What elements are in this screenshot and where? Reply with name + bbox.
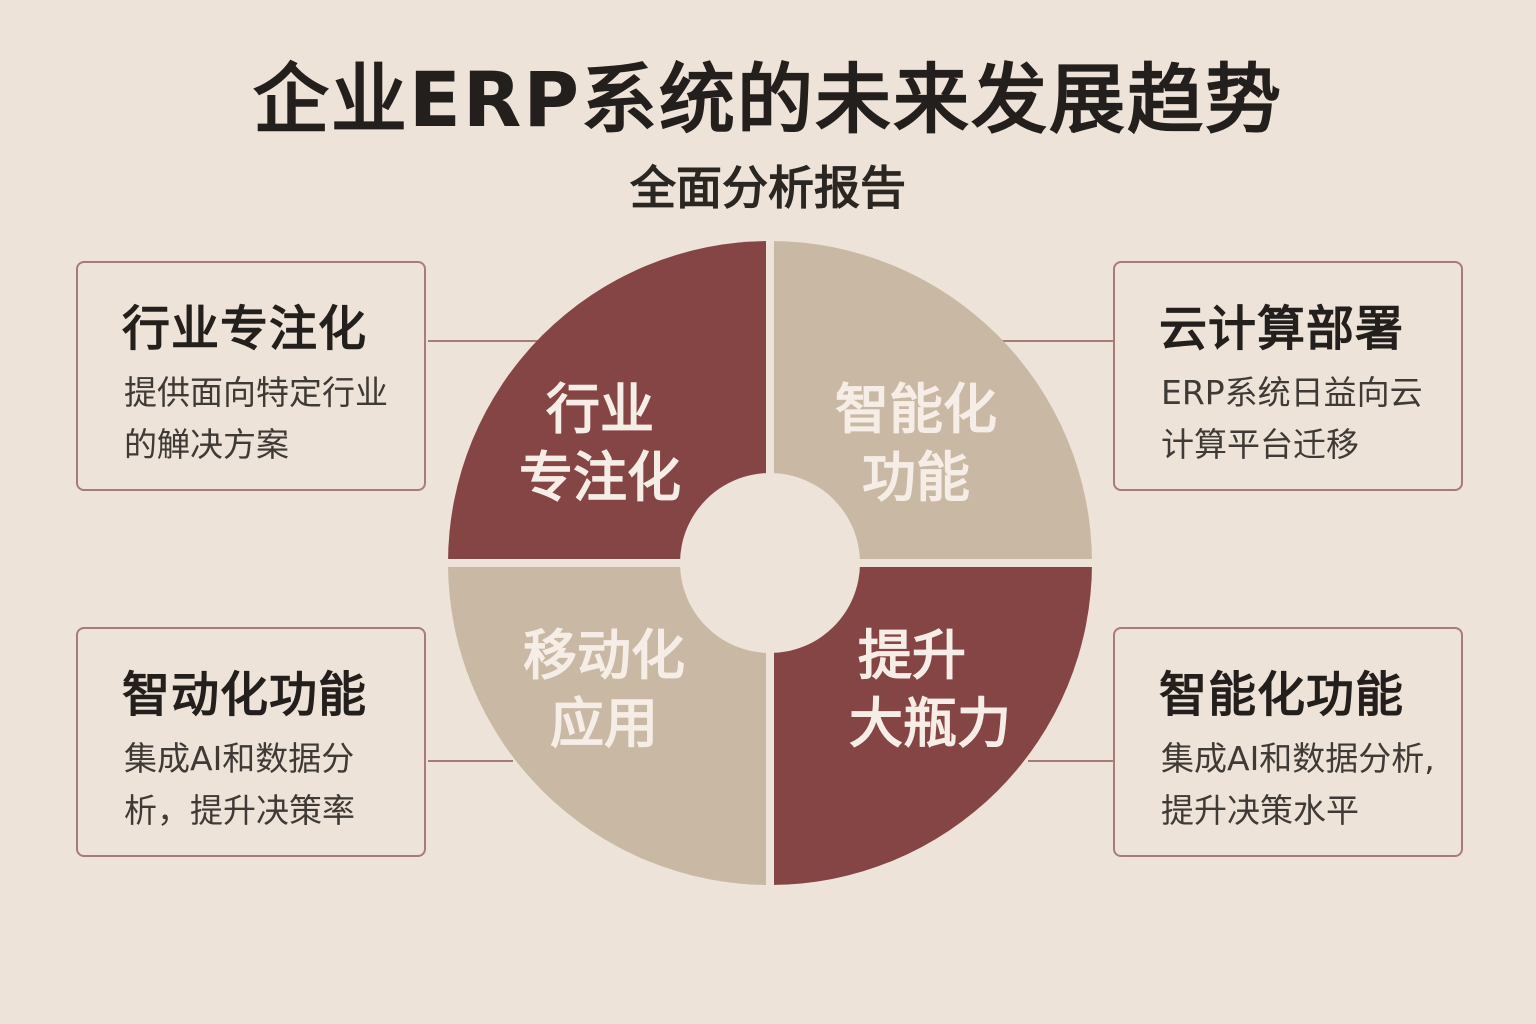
card-title: 智能化功能 bbox=[1159, 667, 1405, 723]
card-automation: 智动化功能 集成AI和数据分析，提升决策率 bbox=[76, 627, 426, 857]
connector-line bbox=[428, 760, 513, 762]
card-text: 集成AI和数据分析,提升决策水平 bbox=[1161, 739, 1435, 830]
quadrant-bottom-right bbox=[770, 563, 1092, 885]
quadrant-label-line: 行业 bbox=[546, 378, 654, 441]
card-cloud-deployment: 云计算部署 ERP系统日益向云计算平台迁移 bbox=[1113, 261, 1463, 491]
card-title: 智动化功能 bbox=[122, 667, 368, 723]
quadrant-label: 提升大瓶力 bbox=[800, 622, 1060, 758]
card-title: 行业专注化 bbox=[122, 301, 368, 357]
quadrant-label-line: 提升 bbox=[858, 624, 966, 687]
quadrant-label-line: 专注化 bbox=[519, 446, 681, 509]
quadrant-label-line: 大瓶力 bbox=[849, 692, 1011, 755]
quadrant-top-left bbox=[448, 241, 770, 563]
connector-line bbox=[1002, 340, 1113, 342]
quadrant-label: 移动化应用 bbox=[474, 622, 734, 758]
page-subtitle: 全面分析报告 bbox=[630, 161, 906, 215]
card-intelligence: 智能化功能 集成AI和数据分析,提升决策水平 bbox=[1113, 627, 1463, 857]
donut-hole bbox=[680, 473, 860, 653]
card-industry-focus: 行业专注化 提供面向特定行业的觯决方案 bbox=[76, 261, 426, 491]
quadrant-label-line: 智能化 bbox=[835, 378, 997, 441]
quadrant-label-line: 功能 bbox=[862, 446, 970, 509]
connector-line bbox=[428, 340, 538, 342]
connector-line bbox=[1028, 760, 1113, 762]
quadrant-label: 行业专注化 bbox=[470, 376, 730, 512]
page-title: 企业ERP系统的未来发展趋势 bbox=[252, 55, 1284, 144]
quadrant-label: 智能化功能 bbox=[786, 376, 1046, 512]
quadrant-top-right bbox=[770, 241, 1092, 563]
card-text: 提供面向特定行业的觯决方案 bbox=[124, 373, 388, 464]
quadrant-label-line: 移动化 bbox=[523, 624, 685, 687]
quadrant-label-line: 应用 bbox=[550, 692, 658, 755]
card-title: 云计算部署 bbox=[1159, 301, 1405, 357]
card-text: 集成AI和数据分析，提升决策率 bbox=[124, 739, 355, 830]
quadrant-bottom-left bbox=[448, 563, 770, 885]
card-text: ERP系统日益向云计算平台迁移 bbox=[1161, 373, 1423, 464]
